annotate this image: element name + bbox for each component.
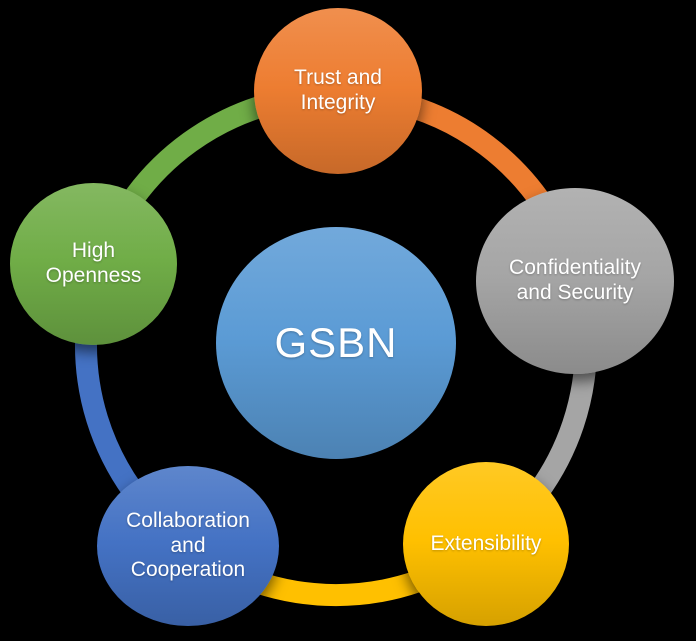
node-high-openness-label: High Openness: [45, 239, 142, 287]
node-collaboration-and-cooperation-label: Collaboration and Cooperation: [126, 508, 250, 582]
node-confidentiality-and-security: Confidentiality and Security: [476, 188, 674, 374]
node-extensibility: Extensibility: [403, 462, 569, 626]
node-high-openness: High Openness: [10, 183, 177, 345]
node-gsbn: GSBN: [216, 227, 456, 459]
node-trust-and-integrity-label: Trust and Integrity: [294, 66, 382, 114]
node-extensibility-label: Extensibility: [430, 531, 542, 555]
node-confidentiality-and-security-label: Confidentiality and Security: [509, 256, 641, 304]
node-trust-and-integrity: Trust and Integrity: [254, 8, 422, 174]
node-collaboration-and-cooperation: Collaboration and Cooperation: [97, 466, 279, 626]
node-gsbn-label: GSBN: [274, 318, 398, 366]
